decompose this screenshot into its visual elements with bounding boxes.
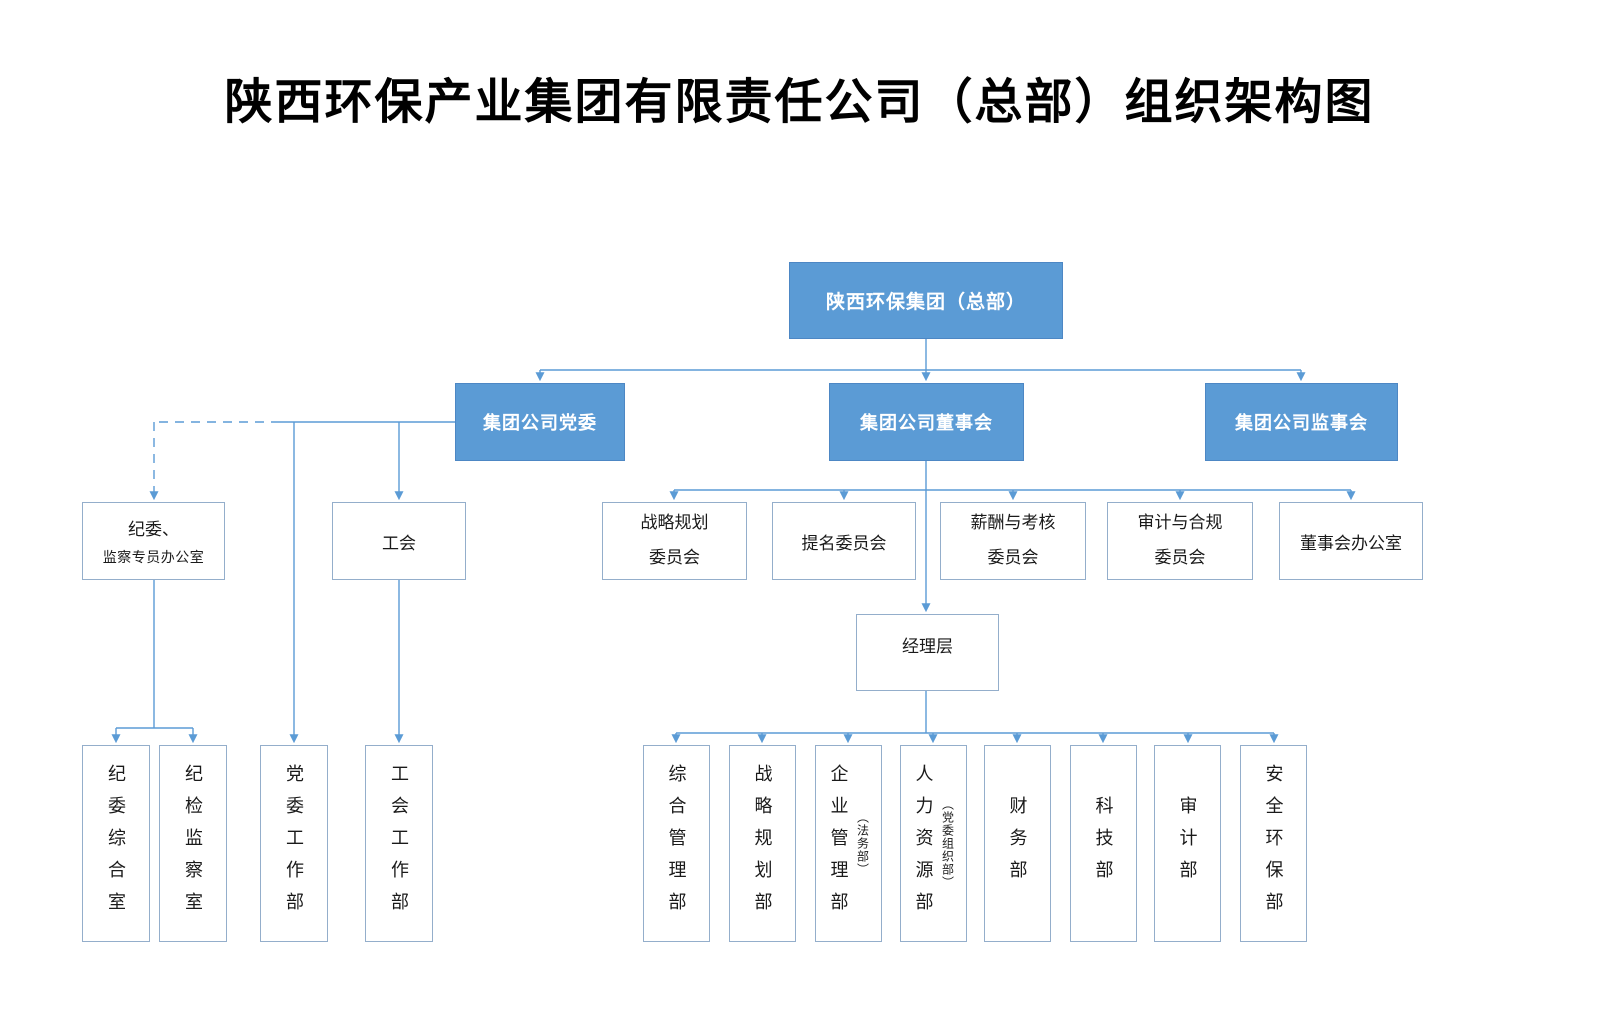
node-label: 集团公司党委 [483, 413, 597, 433]
node-discipline-general-office: 纪委综合室 [82, 745, 150, 942]
node-label: 人力资源部 [913, 763, 934, 924]
node-label: 提名委员会 [801, 533, 887, 553]
node-label: 科技部 [1093, 795, 1114, 892]
node-label: 纪委综合室 [106, 763, 126, 924]
node-discipline-supervision-office: 纪检监察室 [159, 745, 227, 942]
page-title: 陕西环保产业集团有限责任公司（总部）组织架构图 [224, 76, 1375, 129]
node-labor-union: 工会 [332, 502, 466, 580]
node-safety-environment-dept: 安全环保部 [1240, 745, 1307, 942]
node-general-management-dept: 综合管理部 [643, 745, 710, 942]
node-label-line2: 委员会 [649, 548, 700, 567]
node-label: 党委工作部 [284, 763, 304, 924]
node-label: 安全环保部 [1263, 763, 1284, 924]
node-label: 企业管理部 [828, 763, 849, 924]
node-audit-dept: 审计部 [1154, 745, 1221, 942]
node-label-line2: 监察专员办公室 [102, 549, 205, 566]
node-label-line2: 委员会 [1154, 548, 1206, 567]
node-label: 集团公司董事会 [860, 413, 993, 433]
node-remuneration-appraisal-committee: 薪酬与考核 委员会 [940, 502, 1086, 580]
node-science-technology-dept: 科技部 [1070, 745, 1137, 942]
node-label: 工会 [382, 533, 416, 553]
node-human-resources-dept: 人力资源部 （党委组织部） [900, 745, 967, 942]
node-management-layer: 经理层 [856, 614, 999, 691]
node-label: 经理层 [902, 637, 953, 656]
node-strategic-planning-dept: 战略规划部 [729, 745, 796, 942]
node-label: 董事会办公室 [1300, 533, 1402, 553]
node-label: 综合管理部 [666, 763, 687, 924]
node-supervisory-board: 集团公司监事会 [1205, 383, 1398, 461]
node-group-headquarters: 陕西环保集团（总部） [789, 262, 1063, 339]
node-label-line1: 薪酬与考核 [970, 513, 1056, 533]
node-label-line1: 审计与合规 [1137, 513, 1223, 533]
node-union-work-department: 工会工作部 [365, 745, 433, 942]
node-label-line1: 纪委、 [128, 519, 179, 539]
node-label: 集团公司监事会 [1235, 413, 1368, 433]
node-party-committee: 集团公司党委 [455, 383, 625, 461]
node-board-office: 董事会办公室 [1279, 502, 1423, 580]
node-strategic-planning-committee: 战略规划 委员会 [602, 502, 747, 580]
node-audit-compliance-committee: 审计与合规 委员会 [1107, 502, 1253, 580]
node-sublabel: （党委组织部） [940, 798, 955, 889]
node-label-line2: 委员会 [987, 548, 1039, 567]
node-label-line1: 战略规划 [640, 513, 709, 533]
node-label: 工会工作部 [389, 763, 409, 924]
node-nomination-committee: 提名委员会 [772, 502, 916, 580]
node-finance-dept: 财务部 [984, 745, 1051, 942]
node-enterprise-management-dept: 企业管理部 （法务部） [815, 745, 882, 942]
node-sublabel: （法务部） [855, 811, 870, 876]
node-party-work-department: 党委工作部 [260, 745, 328, 942]
node-label: 战略规划部 [752, 763, 773, 924]
node-label: 陕西环保集团（总部） [825, 292, 1026, 313]
node-label: 财务部 [1007, 795, 1028, 892]
node-label: 纪检监察室 [183, 763, 203, 924]
node-board-of-directors: 集团公司董事会 [829, 383, 1024, 461]
node-label: 审计部 [1177, 795, 1198, 892]
node-discipline-inspection-office: 纪委、 监察专员办公室 [82, 502, 225, 580]
